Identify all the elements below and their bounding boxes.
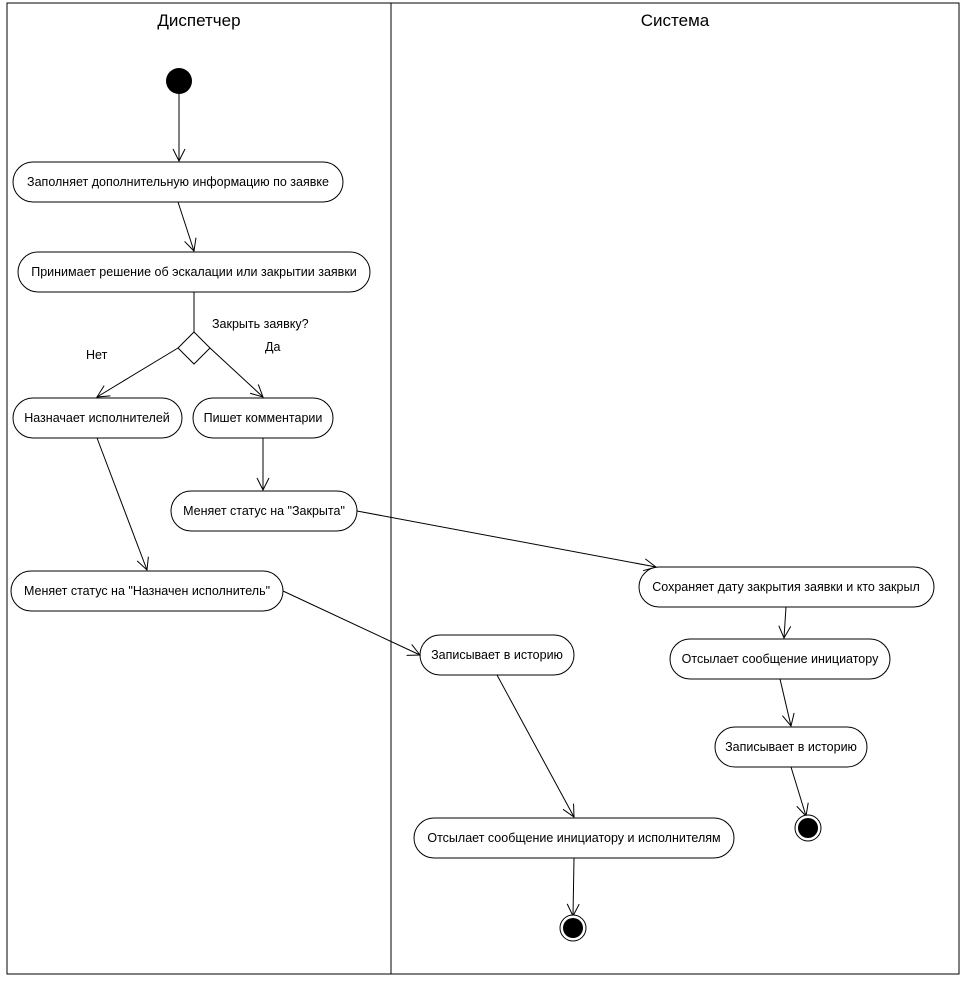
activity-label: Отсылает сообщение инициатору и исполнит… xyxy=(427,831,720,845)
activity-label: Записывает в историю xyxy=(725,740,857,754)
initial-node xyxy=(166,68,192,94)
flow-closed-to-save xyxy=(356,510,656,567)
flow-notify-all-to-end xyxy=(573,857,574,916)
activity-status-closed[interactable]: Меняет статус на "Закрыта" xyxy=(170,490,358,532)
flow-save-to-notify xyxy=(784,606,786,638)
decision-node xyxy=(177,331,211,365)
final-node-right xyxy=(794,814,822,842)
flow-notify-to-history xyxy=(779,678,791,726)
flow-history-to-end xyxy=(790,766,806,816)
activity-comment[interactable]: Пишет комментарии xyxy=(192,397,334,439)
activity-label: Меняет статус на "Закрыта" xyxy=(183,504,345,518)
activity-label: Принимает решение об эскалации или закры… xyxy=(31,265,357,279)
activity-label: Назначает исполнителей xyxy=(24,411,170,425)
activity-assign[interactable]: Назначает исполнителей xyxy=(12,397,183,439)
flow-decision-yes xyxy=(209,347,263,397)
flow-history-to-notify-all xyxy=(496,674,574,817)
activity-label: Записывает в историю xyxy=(431,648,563,662)
activity-notify-initiator[interactable]: Отсылает сообщение инициатору xyxy=(669,638,891,680)
flow-decision-no xyxy=(97,347,179,397)
activity-label: Заполняет дополнительную информацию по з… xyxy=(27,175,329,189)
activity-history-left[interactable]: Записывает в историю xyxy=(419,634,575,676)
activity-label: Отсылает сообщение инициатору xyxy=(682,652,879,666)
activity-fill-info[interactable]: Заполняет дополнительную информацию по з… xyxy=(12,161,344,203)
final-node-bottom xyxy=(559,914,587,942)
activity-label: Пишет комментарии xyxy=(204,411,323,425)
flow-fill-to-decide xyxy=(177,201,194,251)
guard-no: Нет xyxy=(86,348,108,362)
lane-title-dispatcher: Диспетчер xyxy=(157,11,240,30)
activity-save-close-date[interactable]: Сохраняет дату закрытия заявки и кто зак… xyxy=(638,566,935,608)
activity-notify-all[interactable]: Отсылает сообщение инициатору и исполнит… xyxy=(413,817,735,859)
control-flows xyxy=(97,94,806,916)
activity-label: Меняет статус на "Назначен исполнитель" xyxy=(24,584,270,598)
flow-assign-to-status xyxy=(96,437,147,570)
activity-label: Сохраняет дату закрытия заявки и кто зак… xyxy=(652,580,919,594)
flow-status-to-history xyxy=(282,590,420,655)
guard-yes: Да xyxy=(265,340,280,354)
frame-border xyxy=(6,2,960,975)
lane-title-system: Система xyxy=(641,11,710,30)
activity-status-assigned[interactable]: Меняет статус на "Назначен исполнитель" xyxy=(10,570,284,612)
swimlane-frame xyxy=(6,2,960,975)
activity-decide[interactable]: Принимает решение об эскалации или закры… xyxy=(17,251,371,293)
activity-history-right[interactable]: Записывает в историю xyxy=(714,726,868,768)
decision-question: Закрыть заявку? xyxy=(212,317,309,331)
